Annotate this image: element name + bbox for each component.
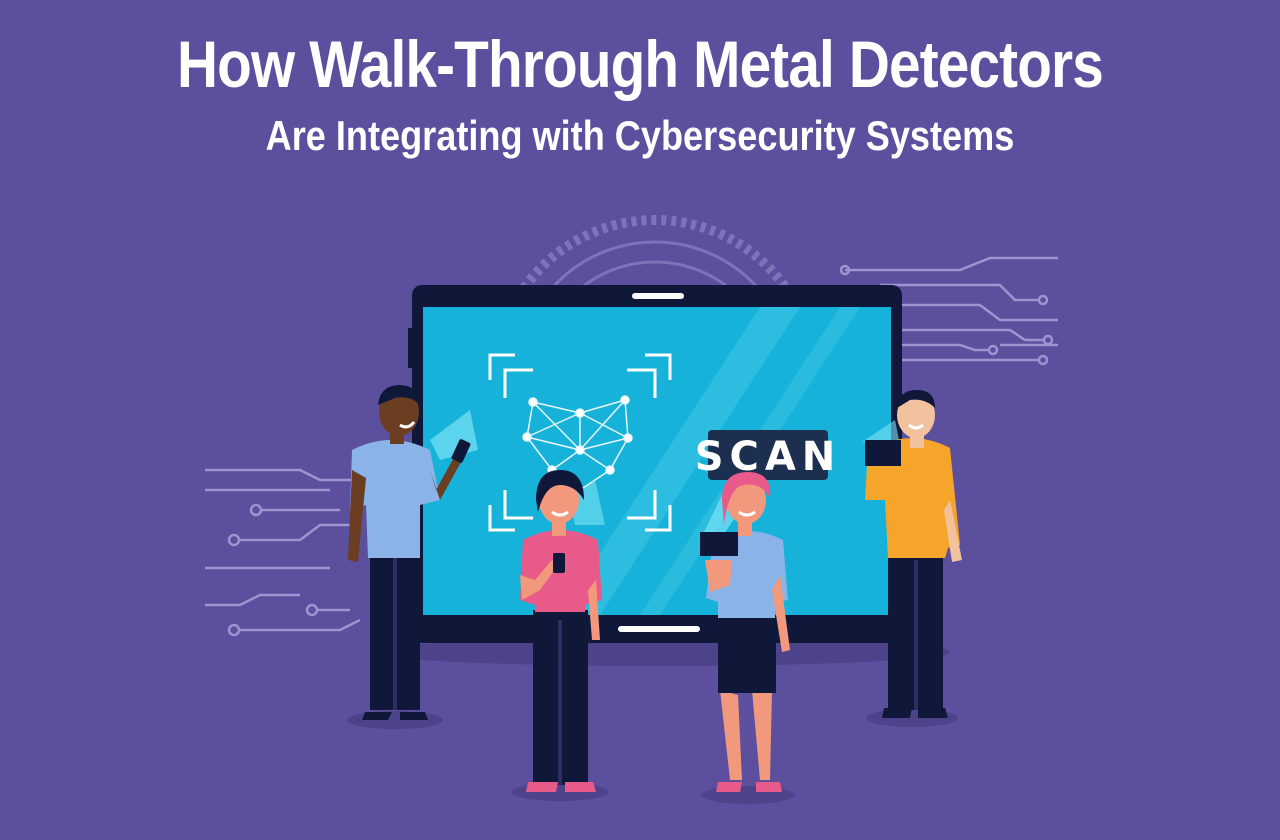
circuit-lines-left bbox=[205, 468, 361, 637]
page-title: How Walk-Through Metal Detectors bbox=[177, 27, 1104, 101]
held-phone bbox=[700, 532, 738, 556]
monitor-home-bar bbox=[618, 626, 700, 632]
ground-shadows bbox=[347, 709, 958, 804]
page-subtitle: Are Integrating with Cybersecurity Syste… bbox=[265, 112, 1015, 159]
person-man-blue-shirt bbox=[348, 385, 478, 720]
held-card bbox=[865, 440, 901, 466]
face-mesh bbox=[522, 395, 633, 489]
person-woman-pink-shirt bbox=[520, 470, 605, 792]
monitor-shadow bbox=[370, 638, 950, 666]
person-man-yellow-shirt bbox=[862, 390, 962, 718]
circuit-lines-right bbox=[839, 256, 1058, 366]
monitor-speaker bbox=[632, 293, 684, 299]
person-woman-pink-hair bbox=[700, 472, 790, 792]
scan-label: SCAN bbox=[695, 434, 842, 480]
scan-badge: SCAN bbox=[695, 430, 842, 480]
face-scan-frame bbox=[488, 353, 672, 532]
